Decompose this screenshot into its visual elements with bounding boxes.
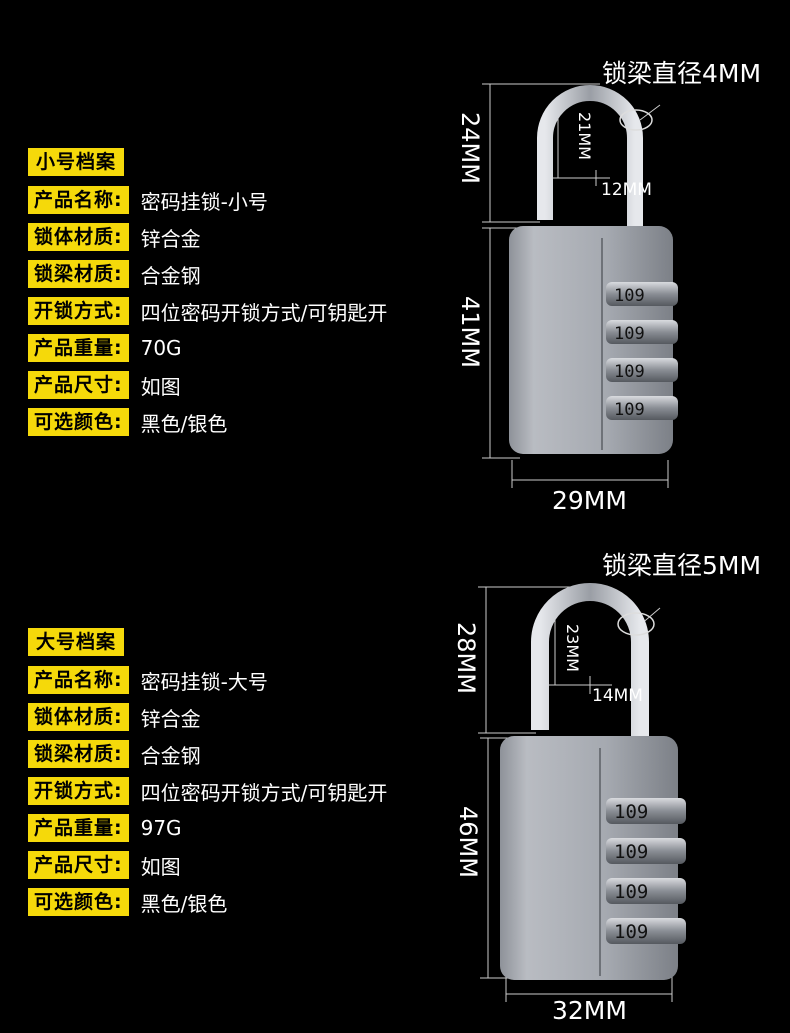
spec-label: 锁梁材质: xyxy=(28,260,129,288)
spec-row: 产品尺寸: 如图 xyxy=(28,371,181,399)
spec-label: 产品名称: xyxy=(28,186,129,214)
spec-label: 可选颜色: xyxy=(28,408,129,436)
large-inner-width: 14MM xyxy=(592,686,643,706)
small-title: 小号档案 xyxy=(28,148,125,176)
spec-label: 产品重量: xyxy=(28,814,129,842)
spec-value: 四位密码开锁方式/可钥匙开 xyxy=(140,780,388,805)
spec-value: 如图 xyxy=(140,374,181,399)
spec-value: 黑色/银色 xyxy=(140,891,228,916)
spec-row: 锁梁材质: 合金钢 xyxy=(28,260,201,288)
spec-value: 锌合金 xyxy=(140,706,201,731)
spec-row: 可选颜色: 黑色/银色 xyxy=(28,408,227,436)
spec-row: 锁体材质: 锌合金 xyxy=(28,703,201,731)
dial-digits: 109 xyxy=(614,801,648,823)
spec-row: 产品名称: 密码挂锁-大号 xyxy=(28,666,268,694)
spec-row: 产品尺寸: 如图 xyxy=(28,851,181,879)
spec-value: 密码挂锁-大号 xyxy=(140,669,268,694)
large-diameter-marker xyxy=(617,612,655,636)
large-body-height: 46MM xyxy=(454,806,482,878)
spec-label: 锁梁材质: xyxy=(28,740,129,768)
spec-row: 锁梁材质: 合金钢 xyxy=(28,740,201,768)
large-dimension-lines xyxy=(478,586,673,1002)
spec-value: 如图 xyxy=(140,854,181,879)
dial-digits: 109 xyxy=(614,362,645,382)
dial-digits: 109 xyxy=(614,286,645,306)
spec-row: 锁体材质: 锌合金 xyxy=(28,223,201,251)
spec-row: 产品重量: 97G xyxy=(28,814,182,842)
spec-value: 黑色/银色 xyxy=(140,411,228,436)
spec-label: 产品重量: xyxy=(28,334,129,362)
spec-label: 锁体材质: xyxy=(28,703,129,731)
spec-row: 开锁方式: 四位密码开锁方式/可钥匙开 xyxy=(28,297,387,325)
dial-digits: 109 xyxy=(614,881,648,903)
small-shackle-diameter: 锁梁直径4MM xyxy=(602,59,762,88)
spec-label: 产品名称: xyxy=(28,666,129,694)
spec-value: 密码挂锁-小号 xyxy=(140,189,268,214)
small-padlock-illustration: 109 109 109 109 xyxy=(482,83,678,488)
small-shackle xyxy=(537,85,643,232)
spec-value: 四位密码开锁方式/可钥匙开 xyxy=(140,300,388,325)
large-section: 大号档案 产品名称: 密码挂锁-大号 锁体材质: 锌合金 锁梁材质: 合金钢 开… xyxy=(0,480,790,1025)
spec-row: 产品重量: 70G xyxy=(28,334,182,362)
small-dials: 109 109 109 109 xyxy=(606,282,678,420)
large-title-row: 大号档案 xyxy=(28,628,125,656)
large-shackle-height: 28MM xyxy=(452,622,480,694)
large-padlock-illustration: 109 109 109 109 xyxy=(478,583,686,1002)
large-title: 大号档案 xyxy=(28,628,125,656)
small-shackle-height: 24MM xyxy=(456,112,484,184)
large-shackle xyxy=(531,583,649,742)
large-inner-height: 23MM xyxy=(563,624,582,672)
spec-label: 可选颜色: xyxy=(28,888,129,916)
spec-label: 开锁方式: xyxy=(28,297,129,325)
small-section: 小号档案 产品名称: 密码挂锁-小号 锁体材质: 锌合金 锁梁材质: 合金钢 开… xyxy=(0,0,790,516)
spec-label: 产品尺寸: xyxy=(28,371,129,399)
spec-value: 97G xyxy=(140,816,182,840)
dial-digits: 109 xyxy=(614,921,648,943)
spec-value: 合金钢 xyxy=(140,263,201,288)
large-dials: 109 109 109 109 xyxy=(606,798,686,944)
small-body-height: 41MM xyxy=(456,296,484,368)
dial-digits: 109 xyxy=(614,400,645,420)
spec-row: 开锁方式: 四位密码开锁方式/可钥匙开 xyxy=(28,777,387,805)
small-inner-height: 21MM xyxy=(575,112,594,160)
spec-label: 产品尺寸: xyxy=(28,851,129,879)
dial-digits: 109 xyxy=(614,841,648,863)
spec-row: 产品名称: 密码挂锁-小号 xyxy=(28,186,268,214)
spec-label: 锁体材质: xyxy=(28,223,129,251)
spec-label: 开锁方式: xyxy=(28,777,129,805)
small-title-row: 小号档案 xyxy=(28,148,125,176)
dial-digits: 109 xyxy=(614,324,645,344)
spec-value: 锌合金 xyxy=(140,226,201,251)
small-diameter-marker xyxy=(619,109,653,131)
large-body-width: 32MM xyxy=(552,996,627,1025)
small-inner-width: 12MM xyxy=(601,180,652,200)
small-dimension-lines xyxy=(482,83,669,488)
spec-value: 70G xyxy=(140,336,182,360)
large-shackle-diameter: 锁梁直径5MM xyxy=(602,551,762,580)
spec-value: 合金钢 xyxy=(140,743,201,768)
spec-row: 可选颜色: 黑色/银色 xyxy=(28,888,227,916)
small-body-width: 29MM xyxy=(552,486,627,515)
